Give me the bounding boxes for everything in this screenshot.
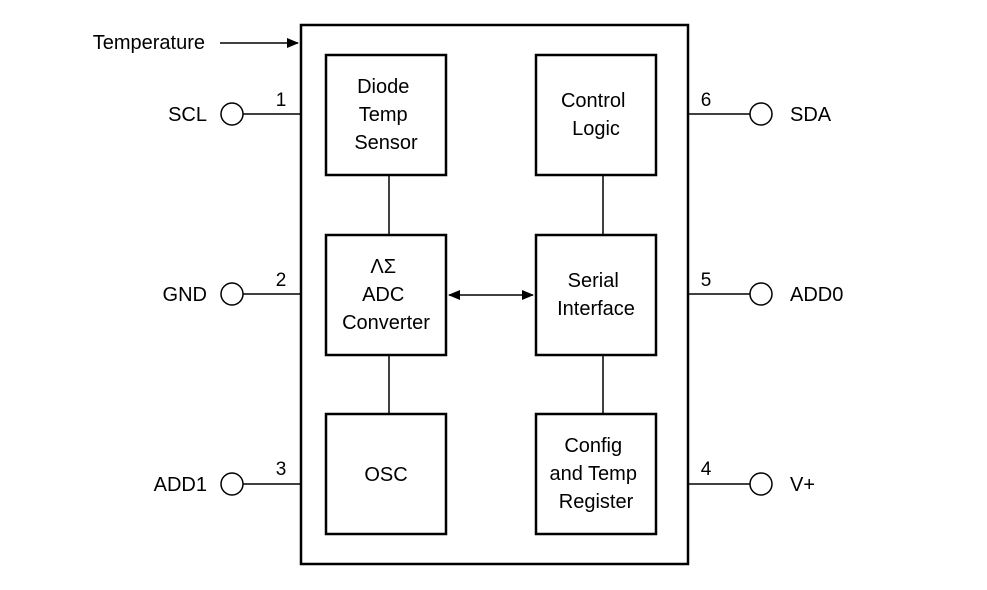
svg-text:OSC: OSC	[364, 464, 407, 486]
svg-text:SCL: SCL	[168, 104, 207, 126]
svg-text:3: 3	[276, 459, 287, 480]
block-adc-converter: ΛΣ ADC Converter	[324, 233, 448, 357]
block-osc: OSC	[324, 412, 448, 536]
block-config-temp-register: Config and Temp Register	[534, 412, 658, 536]
svg-text:Config and Temp Re: Config and Temp Register	[549, 435, 642, 513]
svg-text:Serial Interface: Serial Interface	[557, 270, 635, 320]
block-serial-interface: Serial Interface	[534, 233, 658, 357]
svg-text:ΛΣ ADC Converter: ΛΣ ADC Converter	[342, 256, 430, 334]
svg-text:5: 5	[701, 270, 712, 291]
svg-text:Diode Temp Sensor: Diode Temp Sensor	[354, 76, 418, 154]
svg-text:V+: V+	[790, 474, 815, 496]
svg-text:GND: GND	[163, 284, 207, 306]
pin-scl: 1 SCL	[168, 90, 301, 126]
temperature-label: Temperature	[93, 32, 205, 54]
svg-text:SDA: SDA	[790, 104, 832, 126]
svg-text:Control Logic: Control Logic	[561, 90, 631, 140]
svg-text:4: 4	[701, 459, 712, 480]
pin-sda: 6 SDA	[688, 90, 832, 126]
svg-text:ADD1: ADD1	[154, 474, 207, 496]
svg-text:6: 6	[701, 90, 712, 111]
pin-add0: 5 ADD0	[688, 270, 843, 306]
svg-text:ADD0: ADD0	[790, 284, 843, 306]
pin-gnd: 2 GND	[163, 270, 301, 306]
block-diode-temp-sensor: Diode Temp Sensor	[324, 53, 448, 177]
pin-add1: 3 ADD1	[154, 459, 301, 496]
svg-text:1: 1	[276, 90, 287, 111]
block-control-logic: Control Logic	[534, 53, 658, 177]
svg-text:2: 2	[276, 270, 287, 291]
pin-vplus: 4 V+	[688, 459, 815, 496]
